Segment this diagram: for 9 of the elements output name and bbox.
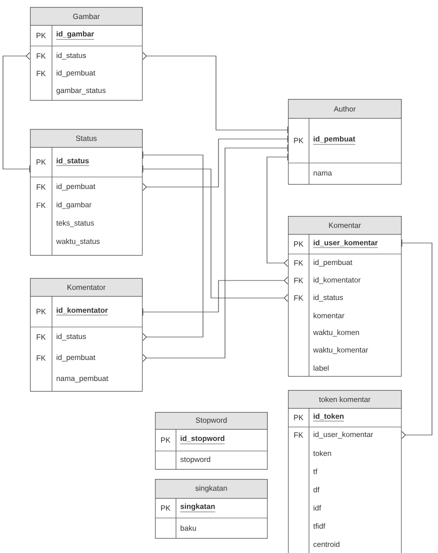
relationship-line <box>142 276 288 316</box>
relationship-line <box>142 144 288 362</box>
relationship-line <box>142 165 288 302</box>
relationship-line <box>142 52 288 134</box>
relationship-line <box>2 52 30 173</box>
relationship-line <box>266 153 288 267</box>
relationship-line <box>402 239 432 439</box>
relationship-line <box>142 151 204 341</box>
relationship-line <box>142 135 288 191</box>
